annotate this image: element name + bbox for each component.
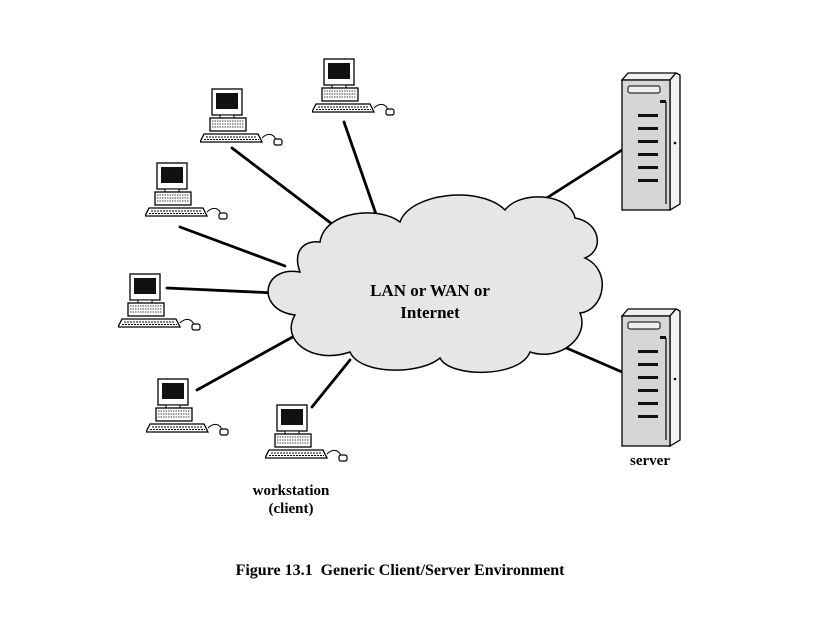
workstation-5 (146, 378, 229, 436)
server-label: server (630, 453, 670, 469)
server-2 (621, 308, 681, 447)
server-1 (621, 72, 681, 211)
workstation-2 (312, 58, 395, 116)
workstation-label-line2: (client) (268, 501, 314, 517)
link-workstation-5 (195, 332, 300, 392)
workstation-1 (200, 88, 283, 146)
workstation-3 (145, 162, 228, 220)
link-workstation-4 (165, 286, 277, 295)
workstation-4 (118, 273, 201, 331)
link-workstation-2 (342, 120, 379, 219)
link-workstation-3 (178, 225, 287, 268)
network-label-line2: Internet (400, 303, 460, 322)
workstation-6 (265, 404, 348, 462)
network-label-line1: LAN or WAN or (370, 281, 490, 300)
network-label: LAN or WAN or Internet (330, 280, 530, 324)
link-workstation-1 (230, 146, 338, 229)
workstation-label: workstation (client) (226, 482, 356, 518)
link-workstation-6 (310, 358, 352, 409)
figure-caption: Figure 13.1 Generic Client/Server Enviro… (235, 562, 565, 579)
network-cloud (267, 194, 603, 374)
workstation-label-line1: workstation (252, 483, 330, 499)
